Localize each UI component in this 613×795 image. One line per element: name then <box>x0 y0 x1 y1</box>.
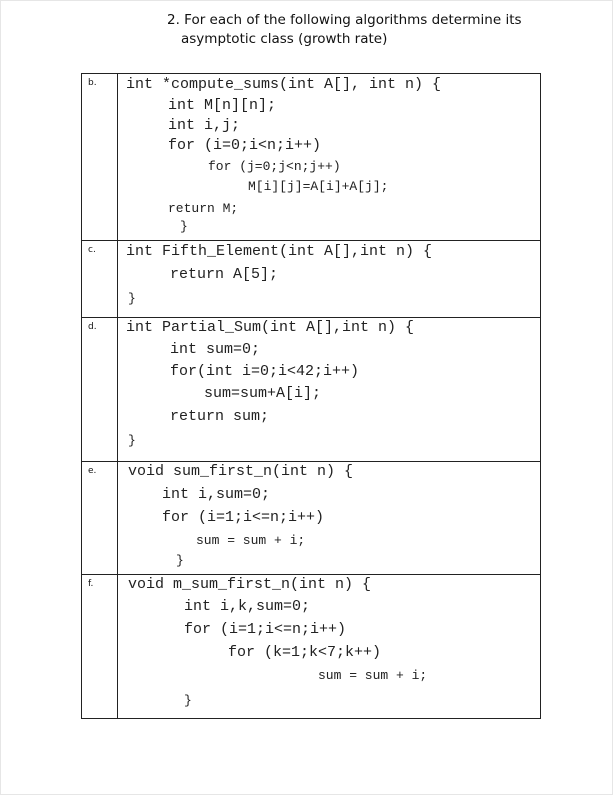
code-cell-f: void m_sum_first_n(int n) { int i,k,sum=… <box>117 574 541 719</box>
code-line: } <box>180 219 188 234</box>
code-line: } <box>128 433 136 448</box>
code-line: return A[5]; <box>170 266 279 283</box>
code-line: return M; <box>168 201 239 216</box>
code-cell-c: int Fifth_Element(int A[],int n) { retur… <box>117 240 541 318</box>
table-row-b: b. int *compute_sums(int A[], int n) { i… <box>81 73 541 241</box>
code-line: int i,sum=0; <box>162 486 271 503</box>
code-cell-b: int *compute_sums(int A[], int n) { int … <box>117 73 541 241</box>
code-line: for(int i=0;i<42;i++) <box>170 363 360 380</box>
code-cell-e: void sum_first_n(int n) { int i,sum=0; f… <box>117 461 541 575</box>
code-line: sum = sum + i; <box>318 668 428 683</box>
row-label-c: c. <box>81 240 118 318</box>
code-line: } <box>128 291 136 306</box>
row-label-f: f. <box>81 574 118 719</box>
code-line: for (i=0;i<n;i++) <box>168 137 322 154</box>
row-label-d: d. <box>81 317 118 462</box>
row-label-b: b. <box>81 73 118 241</box>
code-line: return sum; <box>170 408 270 425</box>
code-line: int Partial_Sum(int A[],int n) { <box>126 319 415 336</box>
question-line-2: asymptotic class (growth rate) <box>181 31 388 47</box>
row-label-e: e. <box>81 461 118 575</box>
code-line: int i,j; <box>168 117 241 134</box>
code-line: for (i=1;i<=n;i++) <box>184 621 347 638</box>
table-row-e: e. void sum_first_n(int n) { int i,sum=0… <box>81 461 541 575</box>
code-line: int M[n][n]; <box>168 97 277 114</box>
code-line: sum=sum+A[i]; <box>204 385 322 402</box>
code-line: void sum_first_n(int n) { <box>128 463 354 480</box>
question-text: 2. For each of the following algorithms … <box>167 11 547 49</box>
code-line: int Fifth_Element(int A[],int n) { <box>126 243 433 260</box>
table-row-c: c. int Fifth_Element(int A[],int n) { re… <box>81 240 541 318</box>
code-line: } <box>176 553 184 568</box>
code-line: int i,k,sum=0; <box>184 598 311 615</box>
code-line: int *compute_sums(int A[], int n) { <box>126 76 442 93</box>
table-row-f: f. void m_sum_first_n(int n) { int i,k,s… <box>81 574 541 719</box>
code-line: for (k=1;k<7;k++) <box>228 644 382 661</box>
code-line: sum = sum + i; <box>196 533 306 548</box>
code-line: } <box>184 693 192 708</box>
code-line: void m_sum_first_n(int n) { <box>128 576 372 593</box>
table-row-d: d. int Partial_Sum(int A[],int n) { int … <box>81 317 541 462</box>
code-line: for (i=1;i<=n;i++) <box>162 509 325 526</box>
question-line-1: 2. For each of the following algorithms … <box>167 12 522 28</box>
code-line: int sum=0; <box>170 341 261 358</box>
code-line: for (j=0;j<n;j++) <box>208 159 341 174</box>
code-cell-d: int Partial_Sum(int A[],int n) { int sum… <box>117 317 541 462</box>
algorithms-table: b. int *compute_sums(int A[], int n) { i… <box>81 73 541 719</box>
code-line: M[i][j]=A[i]+A[j]; <box>248 179 389 194</box>
